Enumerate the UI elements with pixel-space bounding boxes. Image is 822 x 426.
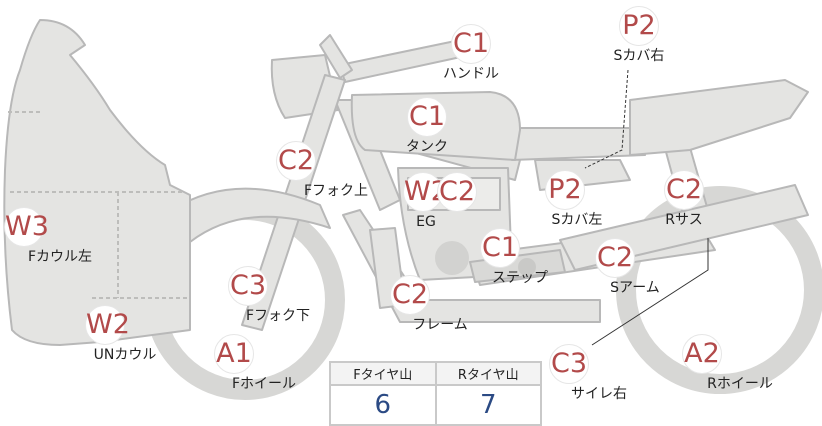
part-front-cowl-left: W3 Fカウル左 bbox=[0, 207, 120, 265]
front-cowl-shape bbox=[3, 19, 191, 346]
part-label: タンク bbox=[406, 139, 448, 155]
part-side-cover-left: P2 Sカバ左 bbox=[527, 170, 627, 228]
grade-badge: P2 bbox=[545, 170, 585, 210]
grade-badge: C1 bbox=[407, 97, 447, 137]
part-rear-sus: C2 Rサス bbox=[634, 170, 734, 228]
grade-badge: C1 bbox=[480, 228, 520, 268]
part-swing-arm: C2 Sアーム bbox=[585, 238, 685, 296]
part-label: EG bbox=[416, 214, 436, 230]
part-label: ハンドル bbox=[443, 66, 499, 82]
part-side-cover-right: P2 Sカバ右 bbox=[589, 6, 689, 64]
seat-shape bbox=[511, 127, 646, 161]
part-label: Sカバ右 bbox=[613, 48, 665, 64]
part-label: Sカバ左 bbox=[551, 212, 603, 228]
part-fork-lower: C3 Fフォク下 bbox=[228, 266, 328, 324]
part-label: Fカウル左 bbox=[27, 249, 93, 265]
part-label: Fホイール bbox=[231, 376, 297, 392]
part-label: ステップ bbox=[492, 270, 548, 286]
part-tank: C1 タンク bbox=[377, 97, 477, 155]
part-label: UNカウル bbox=[93, 347, 157, 363]
grade-badge: C1 bbox=[451, 24, 491, 64]
part-label: Fフォク上 bbox=[303, 183, 369, 199]
grade-badge: C2 bbox=[390, 275, 430, 315]
rear-tread-header: Rタイヤ山 bbox=[434, 361, 542, 386]
front-tread-header: Fタイヤ山 bbox=[329, 361, 437, 386]
part-front-wheel: A1 Fホイール bbox=[214, 334, 314, 392]
part-step: C1 ステップ bbox=[470, 228, 570, 286]
part-under-cowl: W2 UNカウル bbox=[75, 305, 175, 363]
part-silencer-right: C3 サイレ右 bbox=[549, 344, 649, 402]
part-label: Rサス bbox=[665, 212, 703, 228]
grade-badge: C3 bbox=[549, 344, 589, 384]
rear-wheel-shape bbox=[616, 186, 822, 394]
grade-badge: P2 bbox=[619, 6, 659, 46]
part-label: サイレ右 bbox=[571, 386, 627, 402]
grade-badge: A1 bbox=[214, 334, 254, 374]
grade-badge: W2 bbox=[85, 305, 130, 345]
front-fender-shape bbox=[171, 187, 331, 243]
grade-badge: C2 bbox=[437, 172, 477, 212]
rear-tread-value: 7 bbox=[434, 384, 542, 426]
silencer-leader bbox=[591, 238, 709, 346]
part-handle: C1 ハンドル bbox=[421, 24, 521, 82]
part-label: フレーム bbox=[412, 317, 468, 333]
grade-badge: A2 bbox=[682, 334, 722, 374]
rear-cowl-shape bbox=[629, 79, 809, 156]
part-engine: W2C2 EG bbox=[385, 172, 495, 230]
grade-badge: C2 bbox=[595, 238, 635, 278]
side-cover-r-leader bbox=[584, 69, 629, 169]
front-tread-value: 6 bbox=[329, 384, 437, 426]
tire-tread-table: Fタイヤ山 Rタイヤ山 6 7 bbox=[329, 361, 542, 426]
part-label: Sアーム bbox=[610, 280, 660, 296]
part-label: Fフォク下 bbox=[245, 308, 311, 324]
part-rear-wheel: A2 Rホイール bbox=[680, 334, 800, 392]
part-label: Rホイール bbox=[707, 376, 773, 392]
grade-badge: W3 bbox=[4, 207, 49, 247]
part-fork-upper: C2 Fフォク上 bbox=[276, 141, 386, 199]
grade-badge: C2 bbox=[276, 141, 316, 181]
grade-badge: C2 bbox=[664, 170, 704, 210]
grade-badge: C3 bbox=[228, 266, 268, 306]
part-frame: C2 フレーム bbox=[390, 275, 490, 333]
